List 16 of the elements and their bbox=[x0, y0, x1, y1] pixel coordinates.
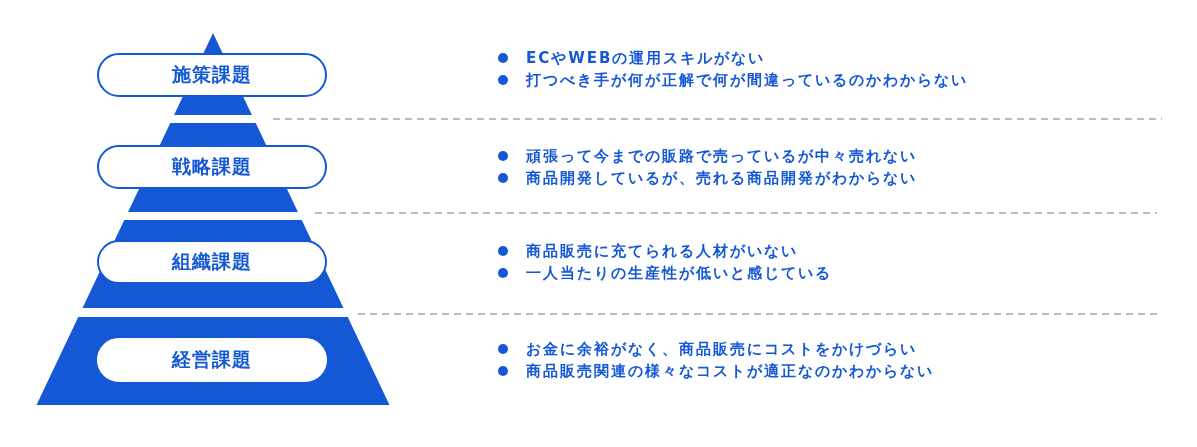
tier-title: 組織課題 bbox=[172, 249, 252, 274]
bullet-item: 商品販売に充てられる人材がいない bbox=[498, 241, 798, 261]
label-pill bbox=[97, 338, 327, 382]
bullet-item: 一人当たりの生産性が低いと感じている bbox=[498, 263, 832, 283]
label-pill bbox=[97, 53, 327, 97]
tier-title: 戦略課題 bbox=[172, 154, 252, 179]
bullet-item: 商品販売関連の様々なコストが適正なのかわからない bbox=[498, 361, 934, 381]
bullet-item: ECやWEBの運用スキルがない bbox=[498, 48, 766, 68]
label-pill bbox=[97, 240, 327, 284]
tier-title: 施策課題 bbox=[172, 62, 252, 87]
bullet-item: 商品開発しているが、売れる商品開発がわからない bbox=[498, 168, 917, 188]
bullet-item: 打つべき手が何が正解で何が間違っているのかわからない bbox=[498, 70, 968, 90]
label-pill bbox=[97, 145, 327, 189]
bullet-item: お金に余裕がなく、商品販売にコストをかけづらい bbox=[498, 339, 917, 359]
bullet-item: 頑張って今までの販路で売っているが中々売れない bbox=[498, 146, 917, 166]
tier-title: 経営課題 bbox=[172, 347, 252, 372]
